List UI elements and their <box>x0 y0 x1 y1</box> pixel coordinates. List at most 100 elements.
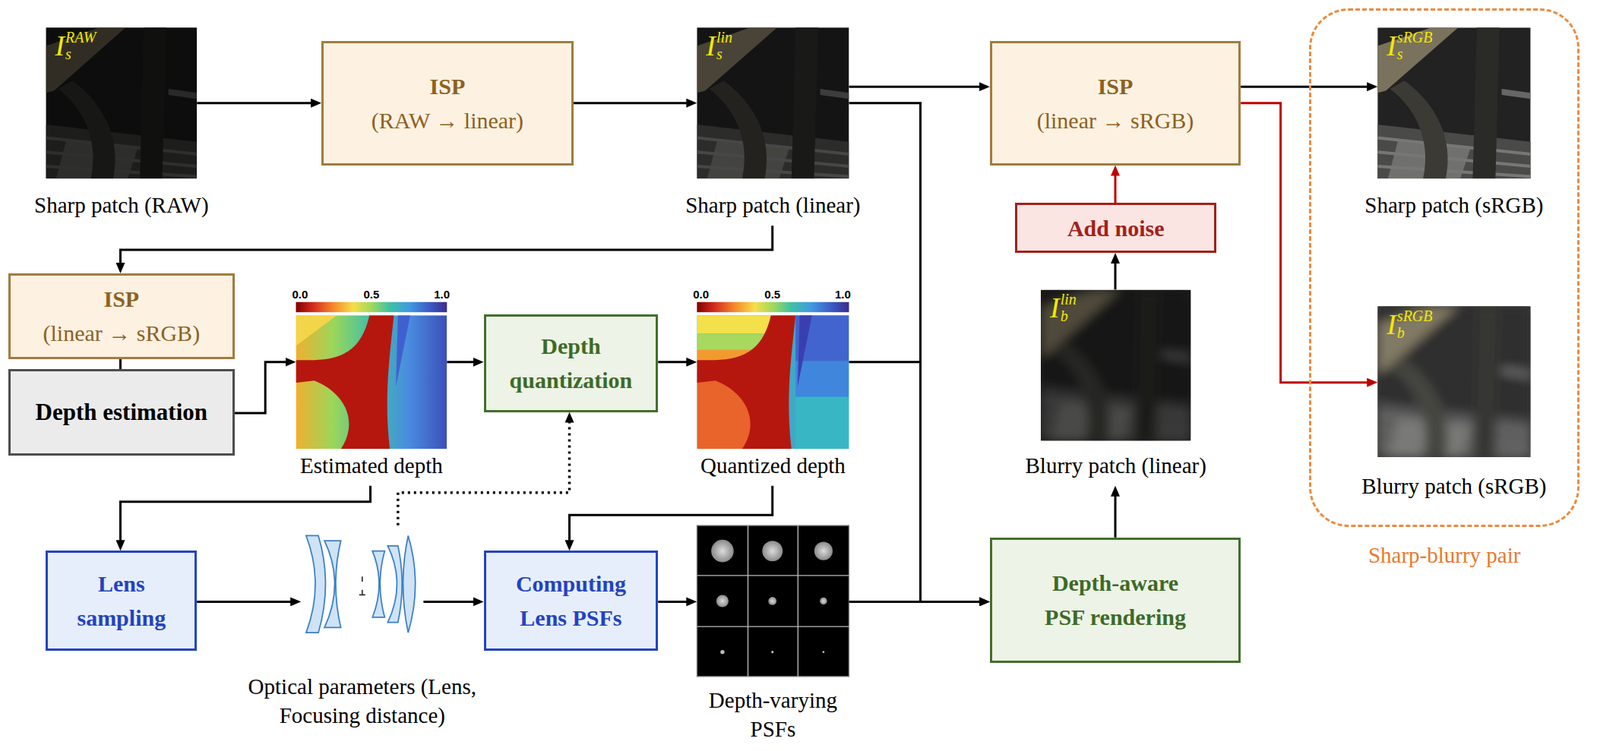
box-title: Depth-aware PSF rendering <box>1043 566 1187 635</box>
blurry-srgb-patch <box>1377 306 1531 458</box>
process-box: ISP(linear → sRGB) <box>8 273 235 360</box>
superscript: sRGB <box>1397 28 1433 46</box>
lens-drawing <box>306 535 416 633</box>
caption: Sharp patch (sRGB) <box>1364 191 1544 221</box>
box-title: ISP <box>103 281 140 317</box>
psf-figure: Depth-varying PSFs <box>696 525 849 677</box>
connector <box>1114 493 1117 538</box>
psf-grid <box>696 525 849 677</box>
connector <box>120 225 773 266</box>
subscript: s <box>65 45 96 63</box>
caption: Optical parameters (Lens, Focusing dista… <box>247 673 477 731</box>
symbol-letter: I <box>1386 31 1397 61</box>
connector <box>1114 260 1117 290</box>
symbol-scripts: lins <box>716 28 733 63</box>
patch-frame <box>300 525 424 643</box>
symbol-letter: I <box>54 31 65 61</box>
symbol-scripts: linb <box>1060 290 1077 325</box>
process-box: ISP(linear → sRGB) <box>989 41 1241 166</box>
connector <box>196 600 294 604</box>
caption: Blurry patch (sRGB) <box>1361 472 1547 502</box>
box-subtitle: (linear → sRGB) <box>42 316 200 351</box>
caption: Sharp patch (linear) <box>685 191 861 221</box>
connector <box>119 359 122 370</box>
process-box: Add noise <box>1015 202 1217 253</box>
depth-map: Quantized depth <box>696 315 849 450</box>
superscript: lin <box>1060 290 1077 308</box>
depth-map: Estimated depth <box>296 315 448 450</box>
blurry-linear-patch <box>1040 290 1191 442</box>
image-patch: IsRGBsSharp patch (sRGB) <box>1377 27 1531 179</box>
colorbar-tick: 0.5 <box>363 287 380 300</box>
sharp-raw-patch <box>45 27 197 179</box>
patch-frame: IsRGBs <box>1377 27 1531 179</box>
pair-group: Sharp-blurry pairIsRGBsSharp patch (sRGB… <box>1309 8 1580 529</box>
patch-frame <box>696 525 849 677</box>
connector <box>234 362 289 414</box>
patch-frame <box>696 315 849 450</box>
image-patch: IlinbBlurry patch (linear) <box>1040 289 1191 441</box>
connector <box>1114 173 1117 204</box>
connector <box>849 85 983 89</box>
connector <box>120 486 371 544</box>
patch-frame: Ilinb <box>1040 289 1191 441</box>
patch-frame <box>296 315 448 450</box>
subscript: b <box>1397 324 1433 342</box>
box-title: Computing Lens PSFs <box>514 566 627 636</box>
subscript: s <box>716 45 733 63</box>
process-box: Computing Lens PSFs <box>483 550 659 652</box>
patch-frame: IRAWs <box>45 27 197 179</box>
connector <box>423 600 476 604</box>
connector <box>657 360 690 364</box>
box-subtitle: (RAW → linear) <box>371 103 524 138</box>
subscript: s <box>1397 45 1433 63</box>
connector <box>196 101 314 105</box>
connector <box>573 101 690 105</box>
caption: Quantized depth <box>700 452 846 481</box>
process-box: Depth estimation <box>8 369 235 456</box>
math-symbol: IsRGBs <box>1386 28 1433 63</box>
symbol-scripts: sRGBb <box>1397 307 1433 342</box>
subscript: b <box>1060 307 1077 325</box>
image-patch: IlinsSharp patch (linear) <box>696 27 849 179</box>
process-box: Depth quantization <box>483 314 659 413</box>
process-box: ISP(RAW → linear) <box>321 41 574 166</box>
symbol-scripts: RAWs <box>65 28 96 63</box>
superscript: sRGB <box>1397 307 1433 325</box>
process-box: Depth-aware PSF rendering <box>989 537 1241 664</box>
patch-frame: Ilins <box>696 27 849 179</box>
caption: Sharp patch (RAW) <box>34 191 209 221</box>
box-title: Depth quantization <box>508 328 633 398</box>
connector <box>1240 85 1370 89</box>
math-symbol: IsRGBb <box>1386 307 1433 342</box>
patch-frame: IsRGBb <box>1377 306 1531 458</box>
quantized-depth-map <box>696 302 849 450</box>
connector <box>1240 103 1370 383</box>
colorbar-tick: 1.0 <box>834 287 851 300</box>
connector <box>446 360 476 364</box>
symbol-letter: I <box>1386 309 1397 339</box>
colorbar-tick: 0.0 <box>291 287 308 300</box>
symbol-letter: I <box>705 31 716 61</box>
box-title: ISP <box>1097 69 1134 104</box>
math-symbol: Ilinb <box>1049 290 1077 325</box>
box-title: Add noise <box>1067 211 1165 246</box>
superscript: RAW <box>65 28 96 46</box>
process-box: Lens sampling <box>45 550 197 652</box>
box-title: Depth estimation <box>35 395 208 431</box>
symbol-letter: I <box>1049 293 1060 323</box>
group-heading: Sharp-blurry pair <box>1368 541 1521 571</box>
caption: Blurry patch (linear) <box>1025 452 1207 481</box>
connector <box>849 103 983 603</box>
image-patch: IsRGBbBlurry patch (sRGB) <box>1377 306 1531 458</box>
caption: Estimated depth <box>300 452 443 481</box>
box-title: ISP <box>430 69 466 104</box>
superscript: lin <box>716 28 733 46</box>
connector <box>569 486 773 544</box>
connector <box>849 362 983 603</box>
image-patch: IRAWsSharp patch (RAW) <box>45 27 197 179</box>
caption: Depth-varying PSFs <box>707 686 838 744</box>
